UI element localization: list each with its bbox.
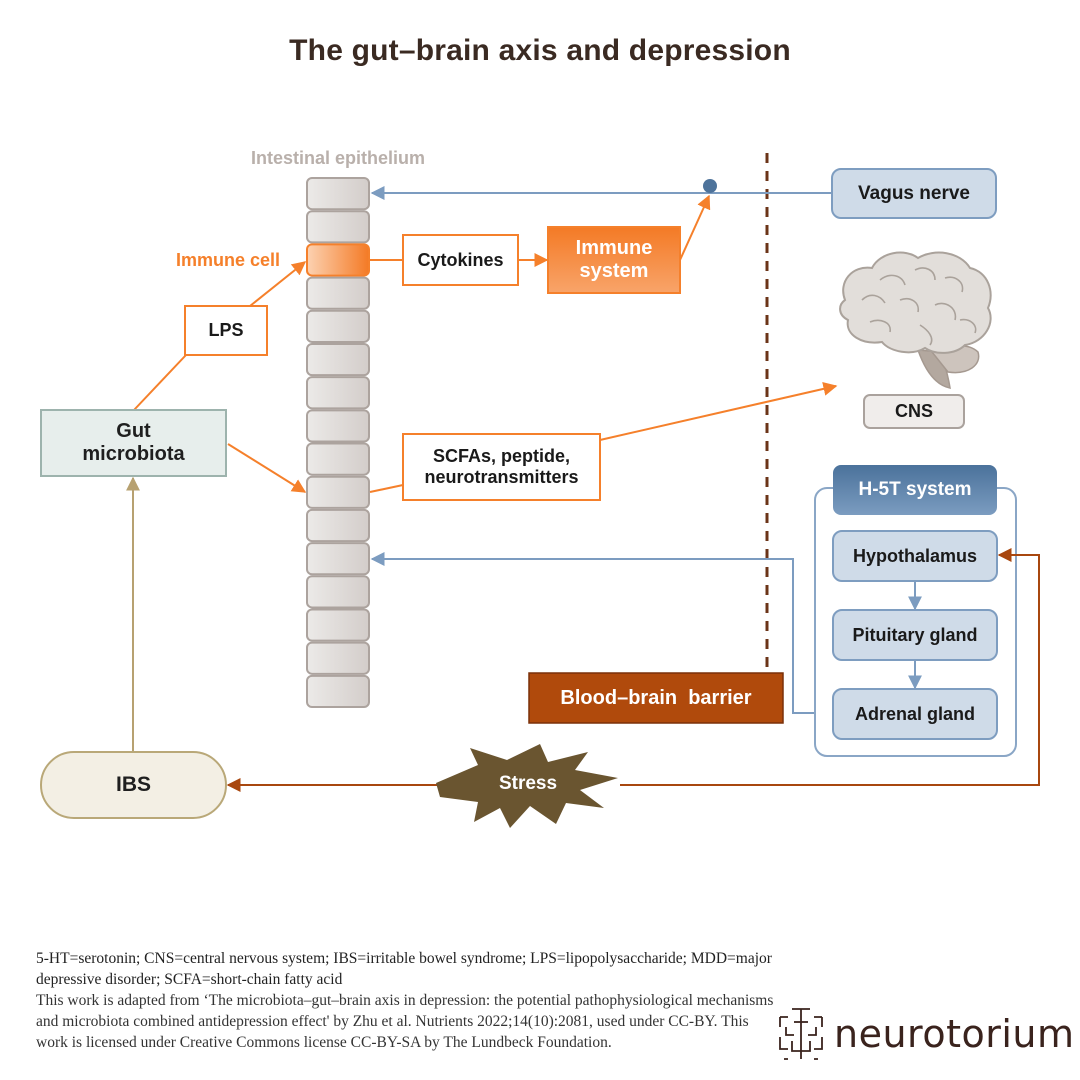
blood-brain-barrier-label: Blood–brain barrier bbox=[560, 686, 752, 709]
epithelial-cell-segment bbox=[306, 542, 370, 576]
epithelial-cell-segment bbox=[306, 508, 370, 543]
adrenal-gland-box bbox=[832, 688, 998, 740]
epithelial-cell-segment bbox=[306, 309, 370, 343]
epithelial-cell-segment bbox=[306, 442, 370, 476]
epithelial-cell-segment bbox=[306, 674, 370, 708]
epithelium-to-scfas-line bbox=[369, 484, 404, 493]
lps-to-immune-cell-arrow bbox=[249, 261, 307, 307]
intestinal-epithelium-label: Intestinal epithelium bbox=[250, 147, 426, 168]
vagus-synapse-dot bbox=[703, 179, 717, 193]
epithelial-cell-segment bbox=[306, 575, 370, 609]
microbiota-to-epithelium-arrow bbox=[227, 443, 307, 493]
immune-system-label: Immune system bbox=[575, 237, 653, 282]
cns-box bbox=[863, 394, 965, 429]
cytokines-box bbox=[402, 234, 519, 286]
gut-microbiota-label: Gut microbiota bbox=[82, 420, 185, 465]
blood-brain-barrier-box bbox=[528, 672, 784, 724]
ibs-label: IBS bbox=[115, 772, 151, 796]
hypothalamus-label: Hypothalamus bbox=[852, 545, 978, 566]
adrenal-gland-label: Adrenal gland bbox=[854, 703, 975, 724]
adrenal-to-epithelium-arrow bbox=[370, 552, 833, 714]
credit-text: This work is adapted from ‘The microbiot… bbox=[36, 992, 774, 1051]
pituitary-gland-box bbox=[832, 609, 998, 661]
ibs-box bbox=[40, 751, 227, 819]
neurotorium-logo: neurotorium bbox=[776, 1004, 1075, 1064]
stress-label: Stress bbox=[498, 773, 558, 795]
gut-microbiota-box bbox=[40, 409, 227, 477]
epithelial-cell-segment bbox=[306, 276, 370, 310]
immune-cell-segment bbox=[306, 243, 370, 277]
epithelial-cell-segment bbox=[306, 210, 370, 244]
abbreviations-text: 5-HT=serotonin; CNS=central nervous syst… bbox=[36, 950, 772, 988]
intestinal-epithelium-column bbox=[306, 177, 370, 708]
neurotorium-logo-icon bbox=[779, 1008, 823, 1060]
pituitary-gland-label: Pituitary gland bbox=[852, 624, 978, 645]
stress-starburst-icon bbox=[436, 744, 618, 828]
h5t-system-label: H-5T system bbox=[858, 479, 972, 501]
epithelial-cell-segment bbox=[306, 608, 370, 642]
scfas-label: SCFAs, peptide, neurotransmitters bbox=[424, 446, 579, 487]
epithelial-cell-segment bbox=[306, 409, 370, 443]
microbiota-to-lps-line bbox=[133, 354, 187, 411]
vagus-nerve-box bbox=[831, 168, 997, 219]
hypothalamus-box bbox=[832, 530, 998, 582]
neurotorium-logo-text: neurotorium bbox=[834, 1012, 1075, 1056]
scfas-to-cns-arrow bbox=[599, 381, 838, 441]
scfas-box bbox=[402, 433, 601, 501]
immune-cell-label: Immune cell bbox=[175, 249, 281, 270]
cns-label: CNS bbox=[894, 401, 933, 422]
immune-system-box bbox=[547, 226, 681, 294]
lps-label: LPS bbox=[208, 320, 244, 341]
diagram-title: The gut–brain axis and depression bbox=[289, 34, 791, 67]
stress-to-hypothalamus-arrow bbox=[620, 548, 1040, 786]
epithelial-cell-segment bbox=[306, 475, 370, 509]
brain-icon bbox=[839, 251, 992, 389]
h5t-system-header bbox=[833, 465, 997, 515]
epithelial-cell-segment bbox=[306, 342, 370, 377]
epithelial-cell-segment bbox=[306, 376, 370, 410]
cytokines-label: Cytokines bbox=[417, 249, 504, 270]
epithelial-cell-segment bbox=[306, 177, 370, 211]
vagus-nerve-label: Vagus nerve bbox=[858, 182, 970, 204]
epithelial-cell-segment bbox=[306, 641, 370, 675]
footnote: 5-HT=serotonin; CNS=central nervous syst… bbox=[36, 948, 776, 1053]
immune-system-to-vagus-arrow bbox=[679, 194, 711, 261]
lps-box bbox=[184, 305, 268, 356]
